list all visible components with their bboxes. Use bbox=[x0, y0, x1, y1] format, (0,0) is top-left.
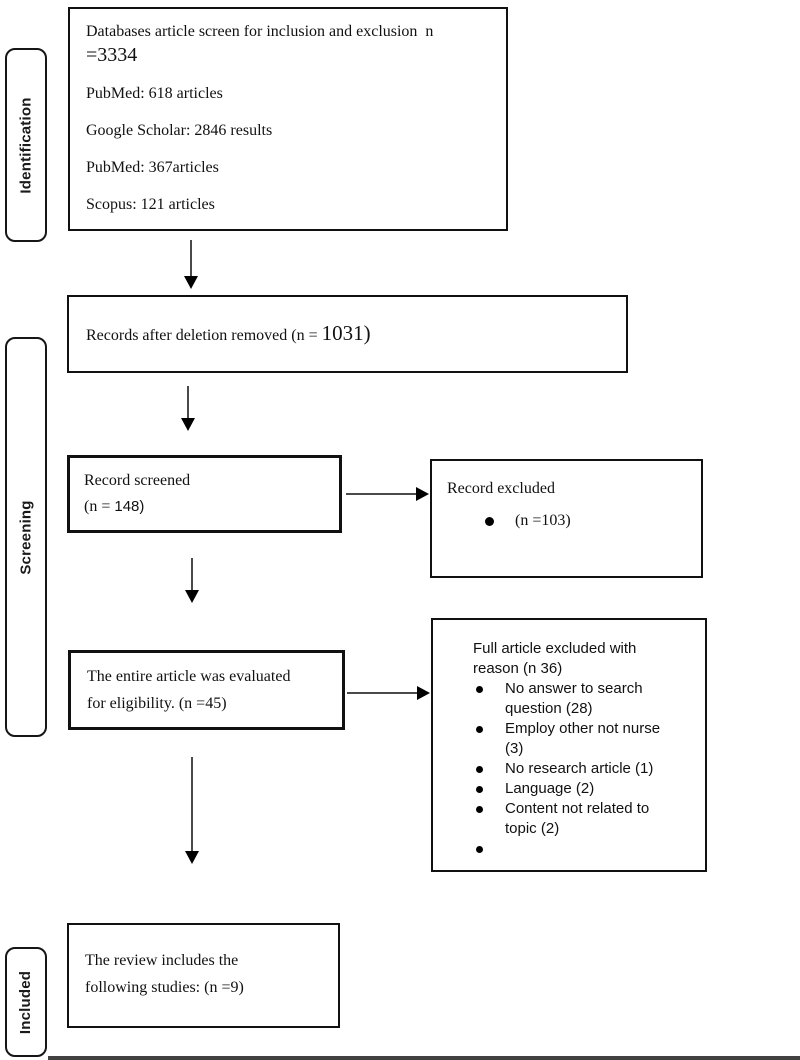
stage-tab-screening: Screening bbox=[5, 337, 47, 737]
excluded-reason-item: No research article (1) bbox=[473, 759, 697, 779]
database-item: PubMed: 367articles bbox=[86, 159, 219, 176]
count-prefix: (n = bbox=[84, 498, 115, 515]
database-item: Scopus: 121 articles bbox=[86, 196, 215, 213]
scan-edge-bar bbox=[48, 1056, 800, 1060]
excluded-reason-text: No answer to search question (28) bbox=[505, 680, 643, 717]
bullet-icon bbox=[476, 846, 483, 853]
down-arrow-icon bbox=[187, 386, 189, 420]
review-includes-box: The review includes the following studie… bbox=[67, 923, 340, 1028]
database-item: Google Scholar: 2846 results bbox=[86, 122, 273, 139]
eligibility-box: The entire article was evaluated for eli… bbox=[68, 650, 345, 730]
right-arrow-icon bbox=[346, 493, 418, 495]
right-arrow-icon bbox=[347, 692, 419, 694]
count-number: 148) bbox=[114, 498, 145, 515]
down-arrowhead-icon bbox=[185, 590, 199, 603]
record-screened-count: (n = 148) bbox=[84, 494, 339, 520]
records-text: Records after deletion removed (n = bbox=[86, 326, 322, 344]
record-screened-box: Record screened (n = 148) bbox=[67, 455, 342, 533]
record-excluded-count: (n =103) bbox=[515, 512, 571, 529]
records-after-deletion-box: Records after deletion removed (n = 1031… bbox=[67, 295, 628, 373]
record-excluded-title: Record excluded bbox=[447, 480, 555, 497]
record-screened-text: Record screened bbox=[84, 472, 191, 489]
record-excluded-box: Record excluded (n =103) bbox=[430, 459, 703, 578]
bullet-icon bbox=[476, 806, 483, 813]
excluded-reason-item: No answer to search question (28) bbox=[473, 679, 697, 719]
excluded-reason-text: No research article (1) bbox=[505, 760, 654, 777]
excluded-reason-item: Language (2) bbox=[473, 779, 697, 799]
excluded-reason-text: Language (2) bbox=[505, 780, 595, 797]
excluded-reason-item: Employ other not nurse (3) bbox=[473, 719, 697, 759]
bullet-icon bbox=[485, 516, 494, 526]
bullet-icon bbox=[476, 766, 483, 773]
down-arrow-icon bbox=[190, 240, 192, 278]
down-arrowhead-icon bbox=[181, 418, 195, 431]
record-excluded-bullet-item: (n =103) bbox=[485, 509, 701, 533]
stage-tab-included: Included bbox=[5, 947, 47, 1057]
stage-tab-label: Included bbox=[17, 970, 35, 1034]
review-line2: following studies: (n =9) bbox=[85, 979, 244, 996]
full-excluded-title: Full article excluded with reason (n 36) bbox=[473, 640, 637, 677]
excluded-reason-item bbox=[473, 839, 697, 853]
database-item: PubMed: 618 articles bbox=[86, 85, 223, 102]
full-excluded-reason-list: No answer to search question (28) Employ… bbox=[473, 679, 697, 853]
excluded-reason-text: Employ other not nurse (3) bbox=[505, 720, 661, 757]
down-arrow-icon bbox=[191, 757, 193, 853]
down-arrowhead-icon bbox=[185, 851, 199, 864]
bullet-icon bbox=[476, 686, 483, 693]
bullet-icon bbox=[476, 786, 483, 793]
excluded-reason-text bbox=[505, 839, 681, 853]
stage-tab-label: Screening bbox=[17, 499, 35, 575]
review-line1: The review includes the bbox=[85, 952, 239, 969]
down-arrowhead-icon bbox=[184, 276, 198, 289]
eligibility-line2: for eligibility. (n =45) bbox=[87, 695, 227, 712]
stage-tab-label: Identification bbox=[17, 96, 35, 194]
bullet-icon bbox=[476, 726, 483, 733]
excluded-reason-item: Content not related to topic (2) bbox=[473, 799, 697, 839]
full-article-excluded-box: Full article excluded with reason (n 36)… bbox=[431, 618, 707, 872]
excluded-reason-text: Content not related to topic (2) bbox=[505, 800, 650, 837]
down-arrow-icon bbox=[191, 558, 193, 592]
eligibility-line1: The entire article was evaluated bbox=[87, 668, 291, 685]
records-count: 1031) bbox=[321, 320, 371, 345]
databases-box: Databases article screen for inclusion a… bbox=[68, 7, 508, 231]
right-arrowhead-icon bbox=[416, 487, 429, 501]
records-after-deletion-text: Records after deletion removed (n = 1031… bbox=[86, 322, 371, 347]
databases-title: Databases article screen for inclusion a… bbox=[86, 23, 434, 40]
stage-tab-identification: Identification bbox=[5, 48, 47, 242]
databases-total-count: =3334 bbox=[86, 44, 138, 66]
right-arrowhead-icon bbox=[417, 686, 430, 700]
